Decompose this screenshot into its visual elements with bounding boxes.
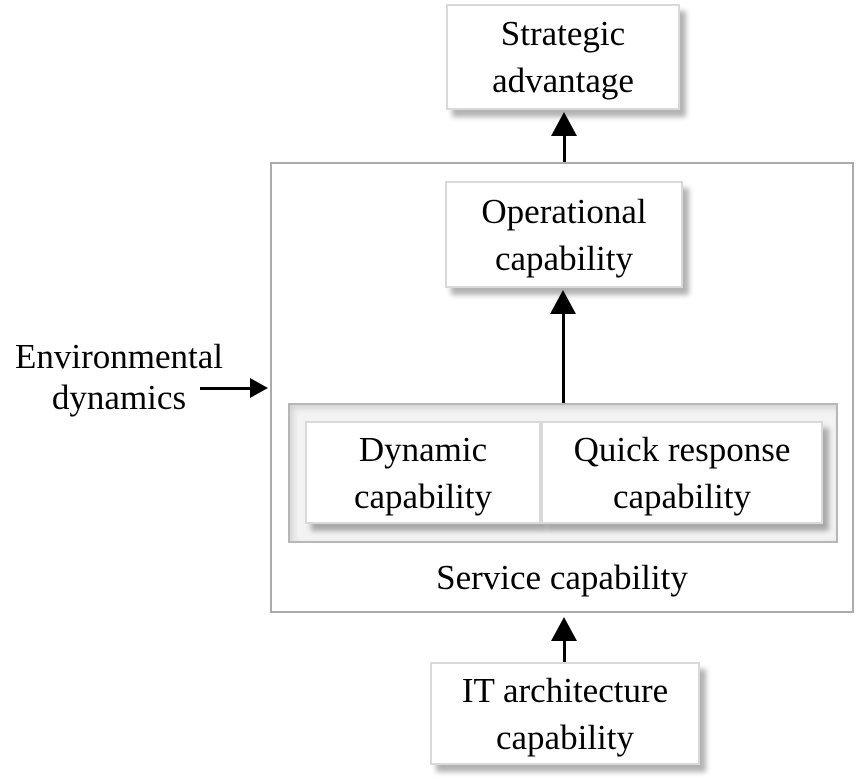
operational-capability-box: Operational capability xyxy=(445,181,683,288)
arrow-stem xyxy=(561,312,565,403)
arrow-head-icon xyxy=(551,617,577,641)
strategic-advantage-box: Strategic advantage xyxy=(446,4,680,110)
arrow-head-icon xyxy=(551,112,577,136)
arrow-stem xyxy=(562,134,566,162)
arrow-group-to-operational xyxy=(550,290,576,403)
arrow-environment-to-service xyxy=(200,378,268,398)
capability-group-container: Dynamic capability Quick response capabi… xyxy=(288,403,838,543)
arrow-it-to-service xyxy=(551,617,577,662)
arrow-stem xyxy=(562,639,566,662)
quick-response-capability-box: Quick response capability xyxy=(541,421,823,524)
service-capability-label: Service capability xyxy=(436,558,688,597)
arrow-stem xyxy=(200,386,252,390)
it-architecture-capability-box: IT architecture capability xyxy=(430,662,700,765)
arrow-head-icon xyxy=(250,378,268,398)
arrow-operational-to-strategic xyxy=(551,112,577,162)
arrow-head-icon xyxy=(550,290,576,314)
service-capability-container: Operational capability Dynamic capabilit… xyxy=(270,162,854,613)
environmental-dynamics-label: Environmental dynamics xyxy=(14,337,223,417)
dynamic-capability-box: Dynamic capability xyxy=(305,421,541,524)
